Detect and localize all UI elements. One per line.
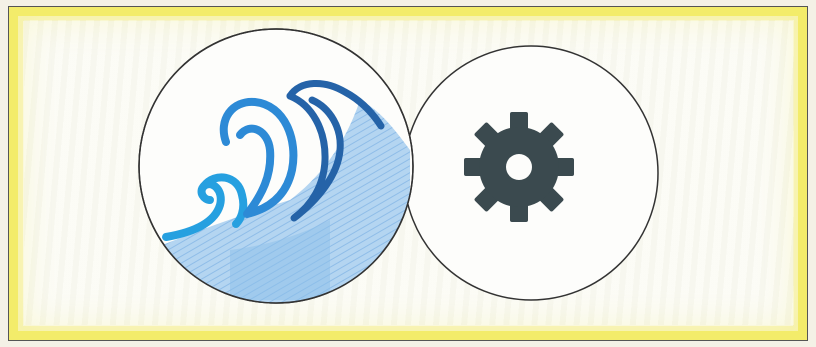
wave-button[interactable] — [139, 29, 413, 310]
gear-icon — [464, 112, 574, 222]
gear-button[interactable] — [404, 46, 658, 300]
